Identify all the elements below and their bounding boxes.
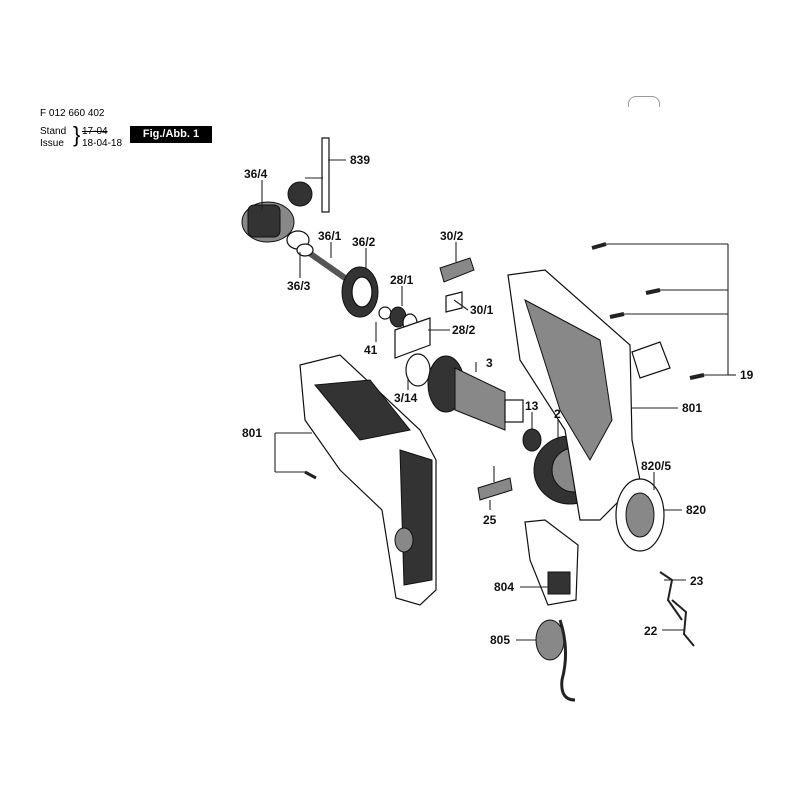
callout-25: 25 [483,513,497,527]
label-plate [631,341,671,379]
gear-36-2 [341,266,379,318]
bracket-symbol: } [73,122,81,147]
callout-804: 804 [494,580,514,594]
page-mark-icon [628,96,660,107]
doc-number: F 012 660 402 [40,108,105,119]
stand-label: Stand [40,126,67,137]
housing-right-half [507,269,641,521]
figure-badge: Fig./Abb. 1 [130,126,212,143]
housing-screws [591,242,705,380]
callout-820-5: 820/5 [641,459,671,473]
callout-13: 13 [525,399,539,413]
brush-holder [615,478,665,552]
callout-801-right: 801 [682,401,702,415]
leader-lines [261,159,736,641]
switch-lever [439,257,475,313]
callout-3-14: 3/14 [394,391,418,405]
issue-label: Issue [40,138,64,149]
cable-clip-23 [659,571,683,621]
drill-chuck [241,201,310,250]
callout-820: 820 [686,503,706,517]
bearing-13 [522,428,542,452]
callout-22: 22 [644,624,658,638]
power-cord [535,619,576,702]
callout-36-2: 36/2 [352,235,376,249]
callout-801-left: 801 [242,426,262,440]
callout-3: 3 [486,356,493,370]
callout-839: 839 [350,153,370,167]
callout-36-1: 36/1 [318,229,342,243]
callout-30-2: 30/2 [440,229,464,243]
bearing-set [378,306,431,359]
armature [405,353,524,431]
callout-30-1: 30/1 [470,303,494,317]
callout-2: 2 [554,407,561,421]
trigger-switch [524,519,579,606]
issue-value: 18-04-18 [82,138,123,149]
stand-value: 17-04 [82,126,108,137]
callout-41: 41 [364,343,378,357]
callout-19: 19 [740,368,754,382]
callout-36-3: 36/3 [287,279,311,293]
callout-805: 805 [490,633,510,647]
small-screw [304,470,317,480]
chuck-key [287,137,330,213]
cable-clip-22 [671,599,695,647]
housing-left-half [299,354,437,606]
carbon-brush [477,466,513,501]
callout-23: 23 [690,574,704,588]
callout-28-2: 28/2 [452,323,476,337]
callout-28-1: 28/1 [390,273,414,287]
callout-36-4: 36/4 [244,167,268,181]
